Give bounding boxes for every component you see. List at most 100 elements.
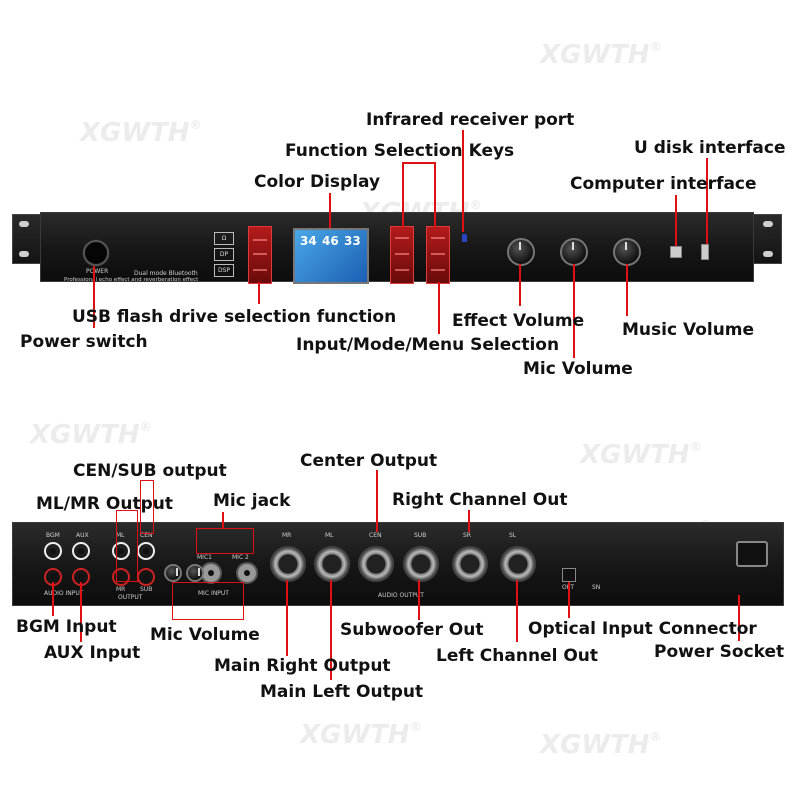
- computer-usb-port[interactable]: [670, 246, 682, 258]
- callout-line: [402, 162, 436, 164]
- callout-aux-input: AUX Input: [44, 643, 141, 663]
- label-xlr-cen: CEN: [369, 532, 382, 539]
- callout-line: [573, 264, 575, 358]
- callout-color-display: Color Display: [254, 172, 381, 192]
- right-channel-output-xlr[interactable]: [452, 546, 488, 582]
- effect-volume-knob[interactable]: [507, 238, 535, 266]
- rear-panel: [12, 522, 784, 606]
- center-output-xlr[interactable]: [358, 546, 394, 582]
- brand-logo-icon: Ω: [214, 232, 234, 245]
- label-audio-input: AUDIO INPUT: [44, 590, 84, 597]
- subwoofer-output-xlr[interactable]: [403, 546, 439, 582]
- callout-box: [140, 480, 154, 534]
- label-aux: AUX: [76, 532, 89, 539]
- label-xlr-sr: SR: [463, 532, 471, 539]
- mic-volume-knob-rear-2[interactable]: [186, 564, 204, 582]
- optical-input-port[interactable]: [562, 568, 576, 582]
- callout-line: [738, 595, 740, 641]
- cen-output-jack[interactable]: [137, 542, 155, 560]
- watermark: XGWTH®: [80, 118, 202, 148]
- callout-mic-jack: Mic jack: [213, 491, 291, 511]
- label-sn: SN: [592, 584, 601, 591]
- mic-volume-knob[interactable]: [560, 238, 588, 266]
- label-bgm: BGM: [46, 532, 60, 539]
- watermark: XGWTH®: [580, 440, 702, 470]
- ml-output-jack[interactable]: [112, 542, 130, 560]
- label-xlr-ml: ML: [325, 532, 334, 539]
- aux-input-left-jack[interactable]: [72, 542, 90, 560]
- callout-line: [434, 162, 436, 228]
- callout-box: [172, 582, 244, 620]
- callout-bgm-input: BGM Input: [16, 617, 117, 637]
- callout-computer-interface: Computer interface: [570, 174, 757, 194]
- callout-line: [519, 264, 521, 306]
- watermark: XGWTH®: [540, 40, 662, 70]
- callout-optical-input-connector: Optical Input Connector: [528, 619, 757, 639]
- infrared-receiver-icon: [462, 234, 467, 242]
- power-label: POWER: [86, 268, 109, 275]
- callout-left-channel-out: Left Channel Out: [436, 646, 599, 666]
- callout-power-socket: Power Socket: [654, 642, 785, 662]
- watermark: XGWTH®: [540, 730, 662, 760]
- label-ml: ML: [116, 532, 125, 539]
- u-disk-port[interactable]: [701, 244, 709, 260]
- callout-mic-volume-front: Mic Volume: [523, 359, 633, 379]
- dolby-logo-icon: DP: [214, 248, 234, 261]
- callout-line: [438, 282, 440, 334]
- mr-output-jack[interactable]: [112, 568, 130, 586]
- display-value: 34: [300, 234, 317, 248]
- callout-mic-volume-rear: Mic Volume: [150, 625, 260, 645]
- callout-box: [116, 510, 138, 582]
- label-mic1: MIC1: [197, 554, 212, 561]
- usb-selection-keys[interactable]: [248, 226, 272, 284]
- bgm-input-left-jack[interactable]: [44, 542, 62, 560]
- callout-line: [626, 264, 628, 316]
- watermark: XGWTH®: [300, 720, 422, 750]
- watermark: XGWTH®: [30, 420, 152, 450]
- label-mr: MR: [116, 586, 126, 593]
- function-keys-right[interactable]: [426, 226, 450, 284]
- callout-line: [706, 158, 708, 244]
- callout-line: [329, 193, 331, 228]
- mic2-jack[interactable]: [236, 562, 258, 584]
- callout-subwoofer-out: Subwoofer Out: [340, 620, 484, 640]
- function-keys-left[interactable]: [390, 226, 414, 284]
- power-button[interactable]: [83, 240, 109, 266]
- main-left-output-xlr[interactable]: [314, 546, 350, 582]
- callout-line: [675, 195, 677, 246]
- callout-ml-mr-output: ML/MR Output: [36, 494, 173, 514]
- color-display: 34 46 33: [293, 228, 369, 284]
- label-xlr-sl: SL: [509, 532, 517, 539]
- callout-infrared-receiver-port: Infrared receiver port: [366, 110, 575, 130]
- dsp-logo-icon: DSP: [214, 264, 234, 277]
- callout-line: [462, 130, 464, 232]
- callout-line: [568, 582, 570, 618]
- power-socket[interactable]: [736, 541, 768, 567]
- callout-power-switch: Power switch: [20, 332, 148, 352]
- callout-main-left-output: Main Left Output: [260, 682, 424, 702]
- callout-line: [468, 510, 470, 532]
- callout-input-mode-menu-selection: Input/Mode/Menu Selection: [296, 335, 560, 355]
- callout-line: [222, 512, 224, 528]
- display-value: 33: [344, 234, 361, 248]
- callout-line: [376, 470, 378, 532]
- label-mic-input: MIC INPUT: [198, 590, 229, 597]
- main-right-output-xlr[interactable]: [270, 546, 306, 582]
- callout-function-selection-keys: Function Selection Keys: [285, 141, 515, 161]
- callout-line: [52, 582, 54, 616]
- callout-main-right-output: Main Right Output: [214, 656, 391, 676]
- callout-line: [330, 580, 332, 680]
- callout-right-channel-out: Right Channel Out: [392, 490, 568, 510]
- panel-subtitle-2: Professional echo effect and reverberati…: [64, 277, 199, 283]
- label-mic2: MIC 2: [232, 554, 249, 561]
- music-volume-knob[interactable]: [613, 238, 641, 266]
- callout-effect-volume: Effect Volume: [452, 311, 585, 331]
- callout-music-volume: Music Volume: [622, 320, 755, 340]
- callout-line: [516, 580, 518, 642]
- callout-line: [402, 162, 404, 228]
- left-channel-output-xlr[interactable]: [500, 546, 536, 582]
- callout-line: [258, 282, 260, 304]
- callout-center-output: Center Output: [300, 451, 438, 471]
- mic-volume-knob-rear[interactable]: [164, 564, 182, 582]
- sub-output-jack[interactable]: [137, 568, 155, 586]
